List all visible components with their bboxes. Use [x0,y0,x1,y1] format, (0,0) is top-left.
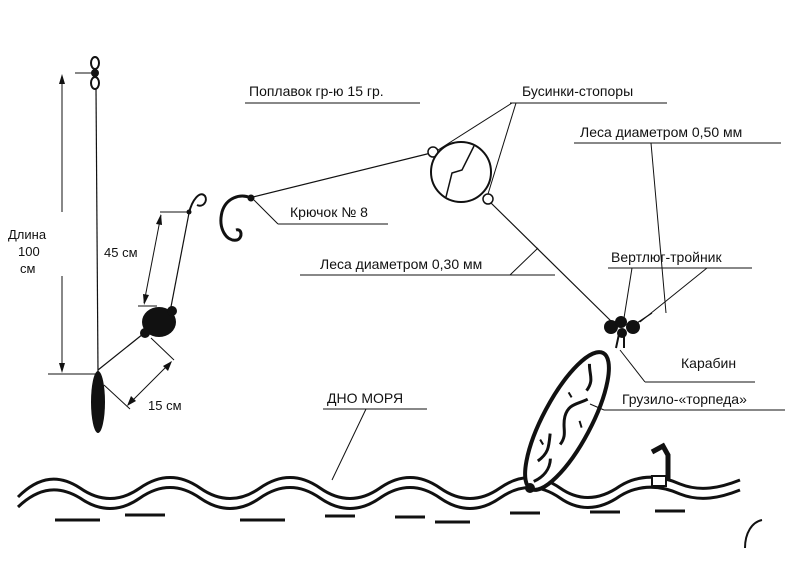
label-beads: Бусинки-стопоры [437,83,667,195]
label-hook-text: Крючок № 8 [290,204,368,220]
length-word: Длина [8,227,47,242]
label-float: Поплавок гр-ю 15 гр. [245,83,420,104]
left-ball-weight [140,306,177,338]
label-main-line-text: Леса диаметром 0,50 мм [580,124,742,140]
float-drawing [430,141,492,203]
label-snap-text: Карабин [681,355,736,371]
hook-drawing [219,194,252,242]
length-value: 100 [18,244,40,259]
label-float-text: Поплавок гр-ю 15 гр. [249,83,384,99]
label-leader-line-text: Леса диаметром 0,30 мм [320,256,482,272]
torpedo-sinker [523,350,611,492]
seabed-label-text: ДНО МОРЯ [327,390,403,406]
dim-45-label: 45 см [104,245,138,260]
swivel-top-ring [90,56,100,70]
label-sinker: Грузило-«торпеда» [589,391,785,411]
left-sinker [91,371,105,433]
bead-right [482,193,494,205]
label-snap: Карабин [619,349,755,383]
dim-15-label: 15 см [148,398,182,413]
swivel-triple [604,316,640,338]
label-hook: Крючок № 8 [253,199,388,225]
main-rig [219,141,653,493]
label-sinker-text: Грузило-«торпеда» [622,391,747,407]
label-swivel: Вертлюг-тройник [608,249,752,323]
seabed-label: ДНО МОРЯ [323,390,427,481]
length-unit: см [20,261,36,276]
label-swivel-text: Вертлюг-тройник [611,249,723,265]
seabed [16,475,763,549]
left-rig: Длина 100 см 45 см 15 см [8,56,207,433]
label-leader-line: Леса диаметром 0,30 мм [300,247,555,276]
label-beads-text: Бусинки-стопоры [522,83,633,99]
label-main-line: Леса диаметром 0,50 мм [574,124,781,314]
bottom-stake [650,442,671,487]
